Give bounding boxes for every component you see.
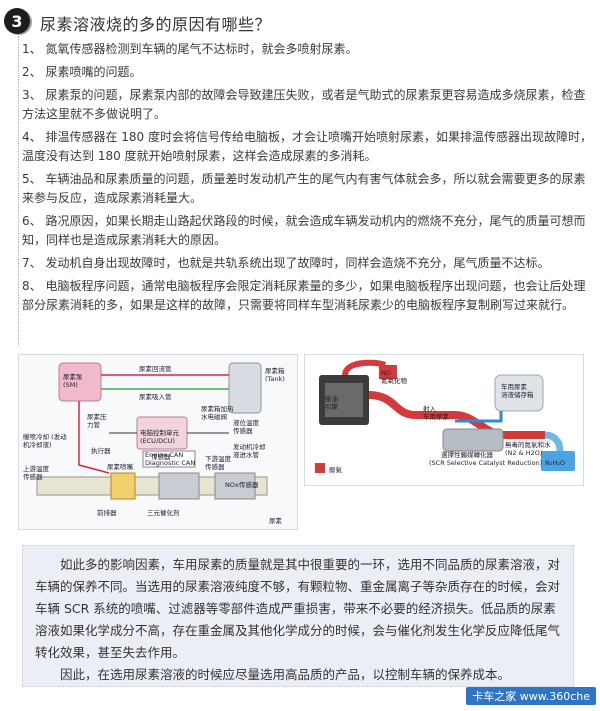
diagram-row: 尿素泵(SM) 尿素箱(Tank) 尿素回流管 尿素吸入管 尿素箱加热水电磁阀 … [0,354,600,534]
scr-english-label: (SCR Selective Catalyst Reduction) [429,459,542,467]
list-item: 3、 尿素泵的问题，尿素泵内部的故障会导致建压失败，或者是气助式的尿素泵更容易造… [22,88,586,121]
catalyst-shape [158,472,200,500]
suction-pipe-label: 尿素吸入管 [139,392,172,401]
downstream-temp-label: 下游温度传感器 [205,454,232,471]
tank-label: 尿素箱(Tank) [265,366,285,383]
sensor-label: 传感器 [151,452,171,461]
summary-paragraph-2: 因此，在选用尿素溶液的时候应尽量选用高品质的产品，以控制车辆的保养成本。 [60,667,511,682]
legend-exhaust-label: 廢氣 [329,465,343,474]
list-item: 1、 氮氧传感器检测到车辆的尾气不达标时，就会多喷射尿素。 [22,42,358,56]
pump-label: 尿素泵(SM) [63,372,83,389]
scr-label: 選擇性觸媒轉化器 [441,450,494,459]
reason-list: 1、 氮氧传感器检测到车辆的尾气不达标时，就会多喷射尿素。 2、 尿素喷嘴的问题… [22,40,592,319]
engine-can-label: Engine CAN [145,451,183,459]
summary-paragraph-1: 如此多的影响因素，车用尿素的质量就是其中很重要的一环，选用不同品质的尿素溶液，对… [35,557,561,660]
list-item: 2、 尿素喷嘴的问题。 [22,65,142,79]
diag-can-label: Diagnostic CAN [145,459,195,467]
engine-label: 柴油引擎 [325,394,339,411]
dotted-guide-line [18,36,19,346]
urea-storage-shape [494,374,544,412]
list-item: 4、 排温传感器在 180 度时会将信号传给电脑板，才会让喷嘴开始喷射尿素，如果… [22,130,592,163]
urea-pump-shape [58,362,102,402]
heater-label: 尿素箱加热水电磁阀 [201,404,234,421]
catalyst-label: 三元催化剂 [147,508,180,517]
upstream-temp-label: 上游温度传感器 [23,464,50,481]
level-sensor-label: 液位温度传感器 [233,418,260,435]
diagram-tag-label: 尿素 [269,516,283,525]
ecu-label: 电脑控制单元(ECU/DCU) [140,428,180,445]
scr-system-schematic: 尿素泵(SM) 尿素箱(Tank) 尿素回流管 尿素吸入管 尿素箱加热水电磁阀 … [18,354,298,530]
n2-h2o-logo-label: N₂H₂O [545,459,565,467]
pressure-pipe-label: 尿素压力管 [87,412,107,429]
site-watermark: 卡车之家 www.360che [466,687,596,705]
urea-tank-shape [228,362,262,414]
coolant-label: 暖喷冷却 (发动机冷却液) [23,432,67,449]
list-item: 5、 车辆油品和尿素质量的问题，质量差时发动机产生的尾气内有害气体就会多，所以就… [22,172,586,205]
nozzle-shape [110,472,136,500]
coolant-inlet-label: 发动机冷却液进水管 [233,442,266,459]
return-pipe-label: 尿素回流管 [139,364,172,373]
list-item: 8、 电脑板程序问题，通常电脑板程序会限定消耗尿素量的多少，如果电脑板程序出现问… [22,279,586,312]
clean-exhaust-label: 無毒的氮氣和水(N2 & H2O) [505,440,551,457]
inject-label: 射入车用尿素 [423,404,450,421]
section-title: 尿素溶液烧的多的原因有哪些？ [40,15,272,34]
actuator-label: 执行器 [91,446,111,455]
nozzle-label: 尿素喷嘴 [107,462,134,471]
section-number-badge: 3 [4,8,30,34]
urea-storage-label: 车用尿素溶液储存箱 [501,382,534,399]
section-header: 3 尿素溶液烧的多的原因有哪些？ [0,8,600,38]
list-item: 6、 路况原因，如果长期走山路起伏路段的时候，就会造成车辆发动机内的燃烧不充分，… [22,214,586,247]
scr-schematic-svg: 尿素泵(SM) 尿素箱(Tank) 尿素回流管 尿素吸入管 尿素箱加热水电磁阀 … [19,355,297,529]
scr-catalyst-shape [442,428,504,452]
n2-h2o-logo-shape [541,451,575,471]
summary-box: 如此多的影响因素，车用尿素的质量就是其中很重要的一环，选用不同品质的尿素溶液，对… [22,545,574,687]
nox-sensor-label: NOx传感器 [225,480,259,489]
list-item: 7、 发动机自身出现故障时，也就是共轨系统出现了故障时，同样会造烧不充分，尾气质… [22,256,550,270]
exhaust-pipe-shape [36,476,268,496]
front-mixer-label: 前排器 [97,508,117,517]
